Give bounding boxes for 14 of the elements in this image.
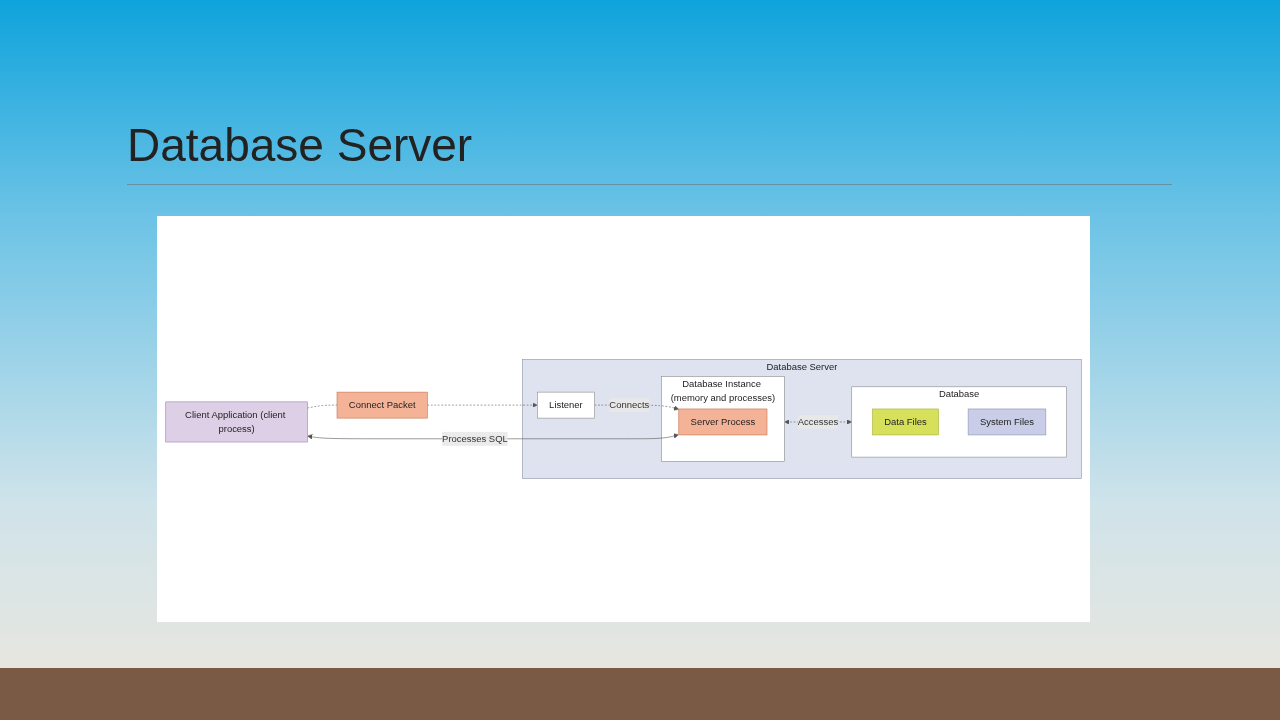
node-box <box>336 391 428 419</box>
node-box <box>165 401 308 443</box>
diagram-panel: Database Server Database Instance (memory and processes) Connects Processes SQL Accesses Database Data Files System Files Client Application (client process) Connect Packet Listener Server Process <box>157 216 1090 622</box>
edge-label: Connects <box>609 399 650 410</box>
cluster <box>661 376 785 462</box>
node-box <box>537 391 595 419</box>
node-box <box>678 408 768 436</box>
cluster <box>522 359 1082 479</box>
edge-label: Accesses <box>797 416 839 427</box>
cluster <box>851 386 1067 458</box>
slide-title: Database Server <box>127 118 473 172</box>
edge-label: Processes SQL <box>442 433 508 444</box>
node-box <box>967 408 1047 436</box>
node-box <box>872 408 939 436</box>
